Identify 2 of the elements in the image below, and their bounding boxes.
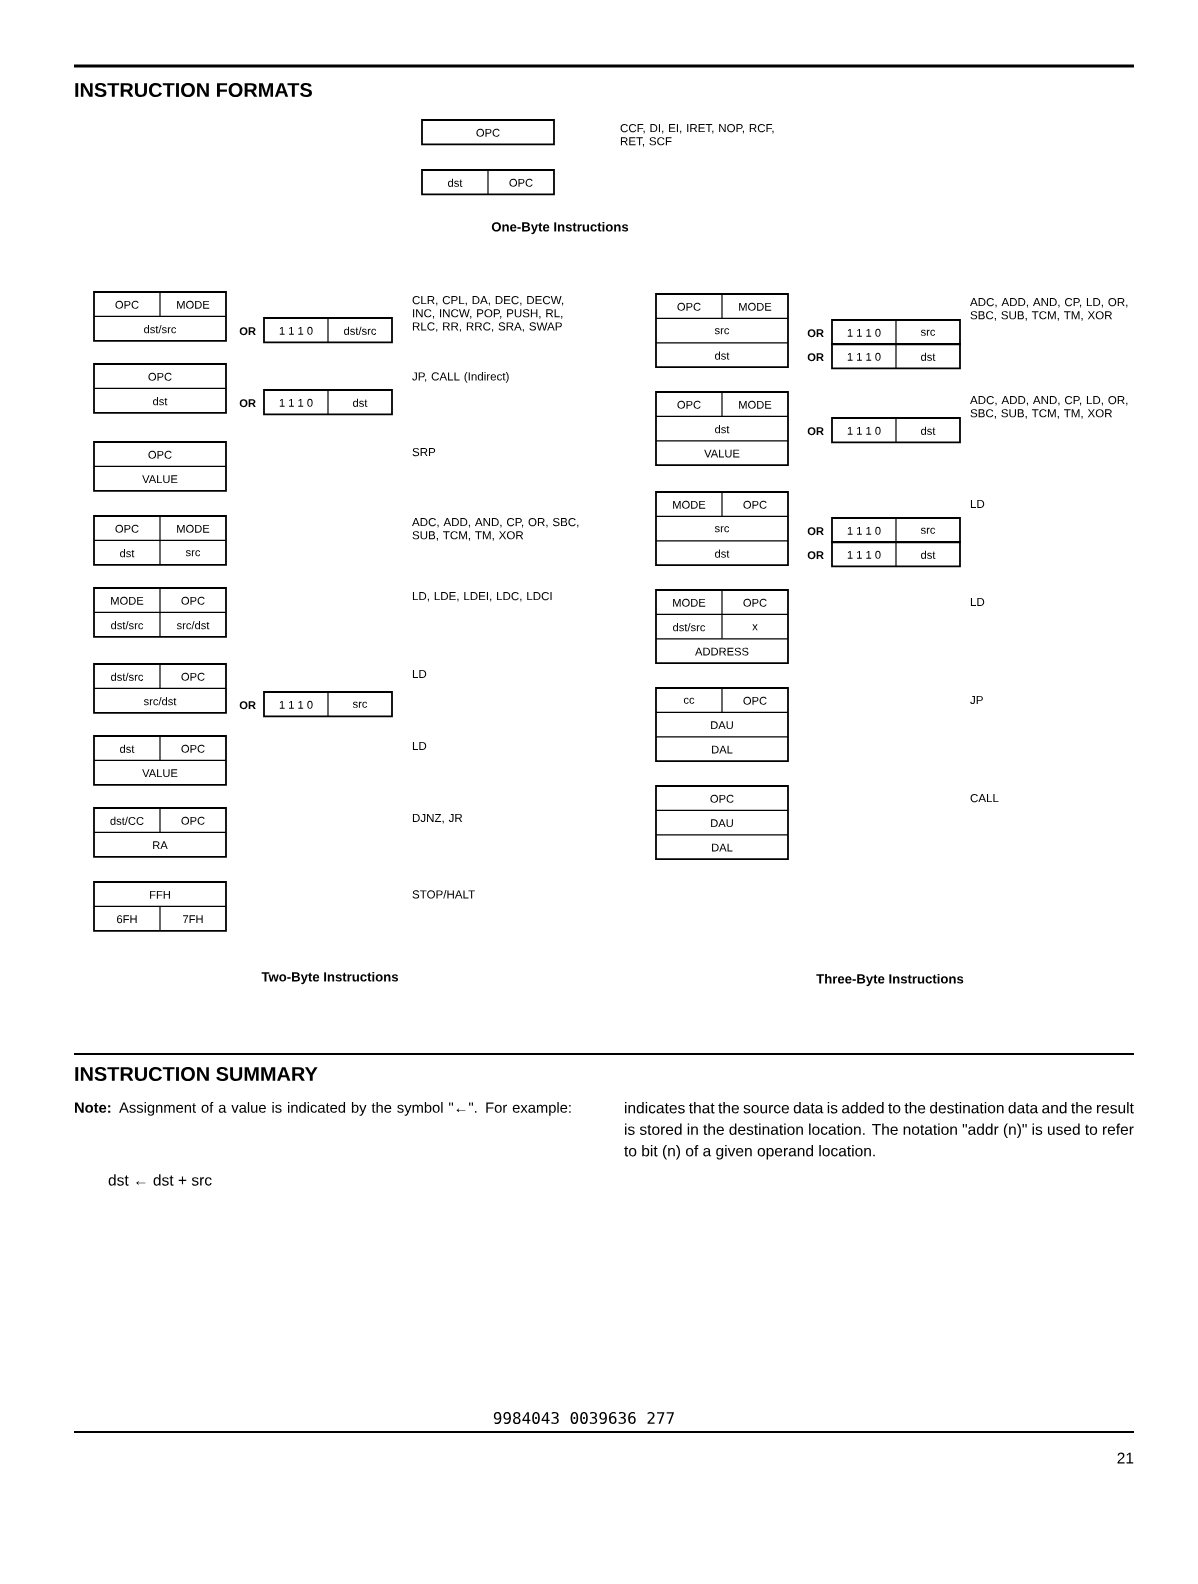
section-heading: INSTRUCTION SUMMARY bbox=[75, 1066, 318, 1082]
section-heading: INSTRUCTION FORMATS bbox=[75, 82, 312, 98]
